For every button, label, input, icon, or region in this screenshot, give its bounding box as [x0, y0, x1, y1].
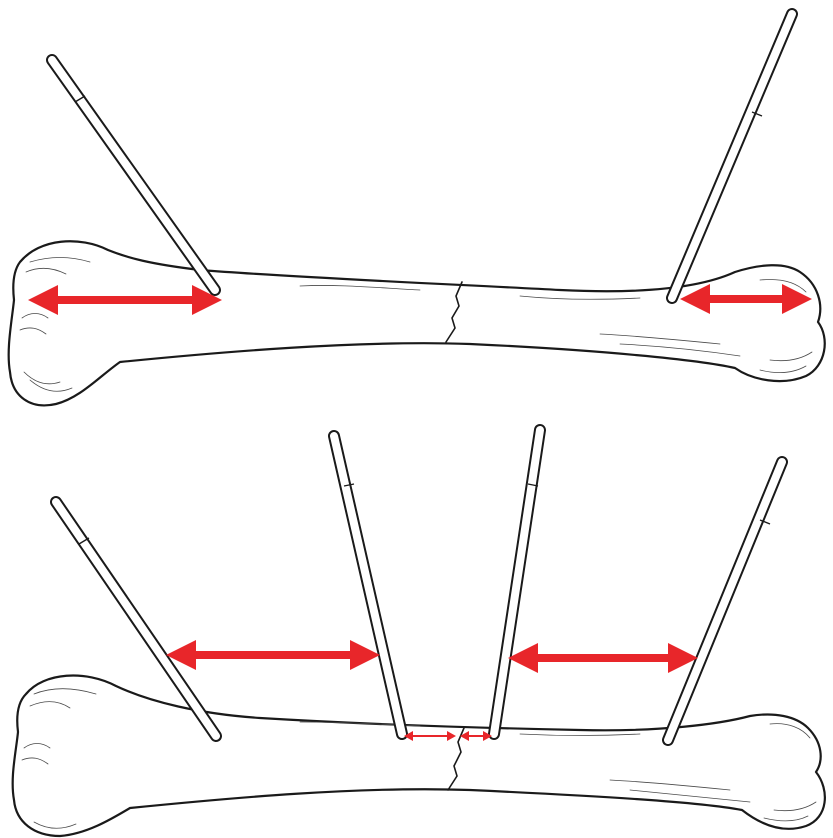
bottom-pin-3	[494, 430, 540, 734]
arrow-bottom-1	[166, 640, 380, 670]
arrow-bottom-2	[508, 643, 698, 673]
bottom-pin-4	[668, 462, 782, 740]
bottom-panel	[13, 430, 825, 836]
top-bone	[9, 241, 825, 405]
bottom-bone-outline	[13, 676, 825, 836]
top-pin-right	[672, 14, 792, 298]
bottom-bone	[13, 676, 825, 836]
top-panel	[9, 14, 825, 405]
top-bone-outline	[9, 241, 825, 405]
bottom-pin-2	[334, 436, 402, 734]
